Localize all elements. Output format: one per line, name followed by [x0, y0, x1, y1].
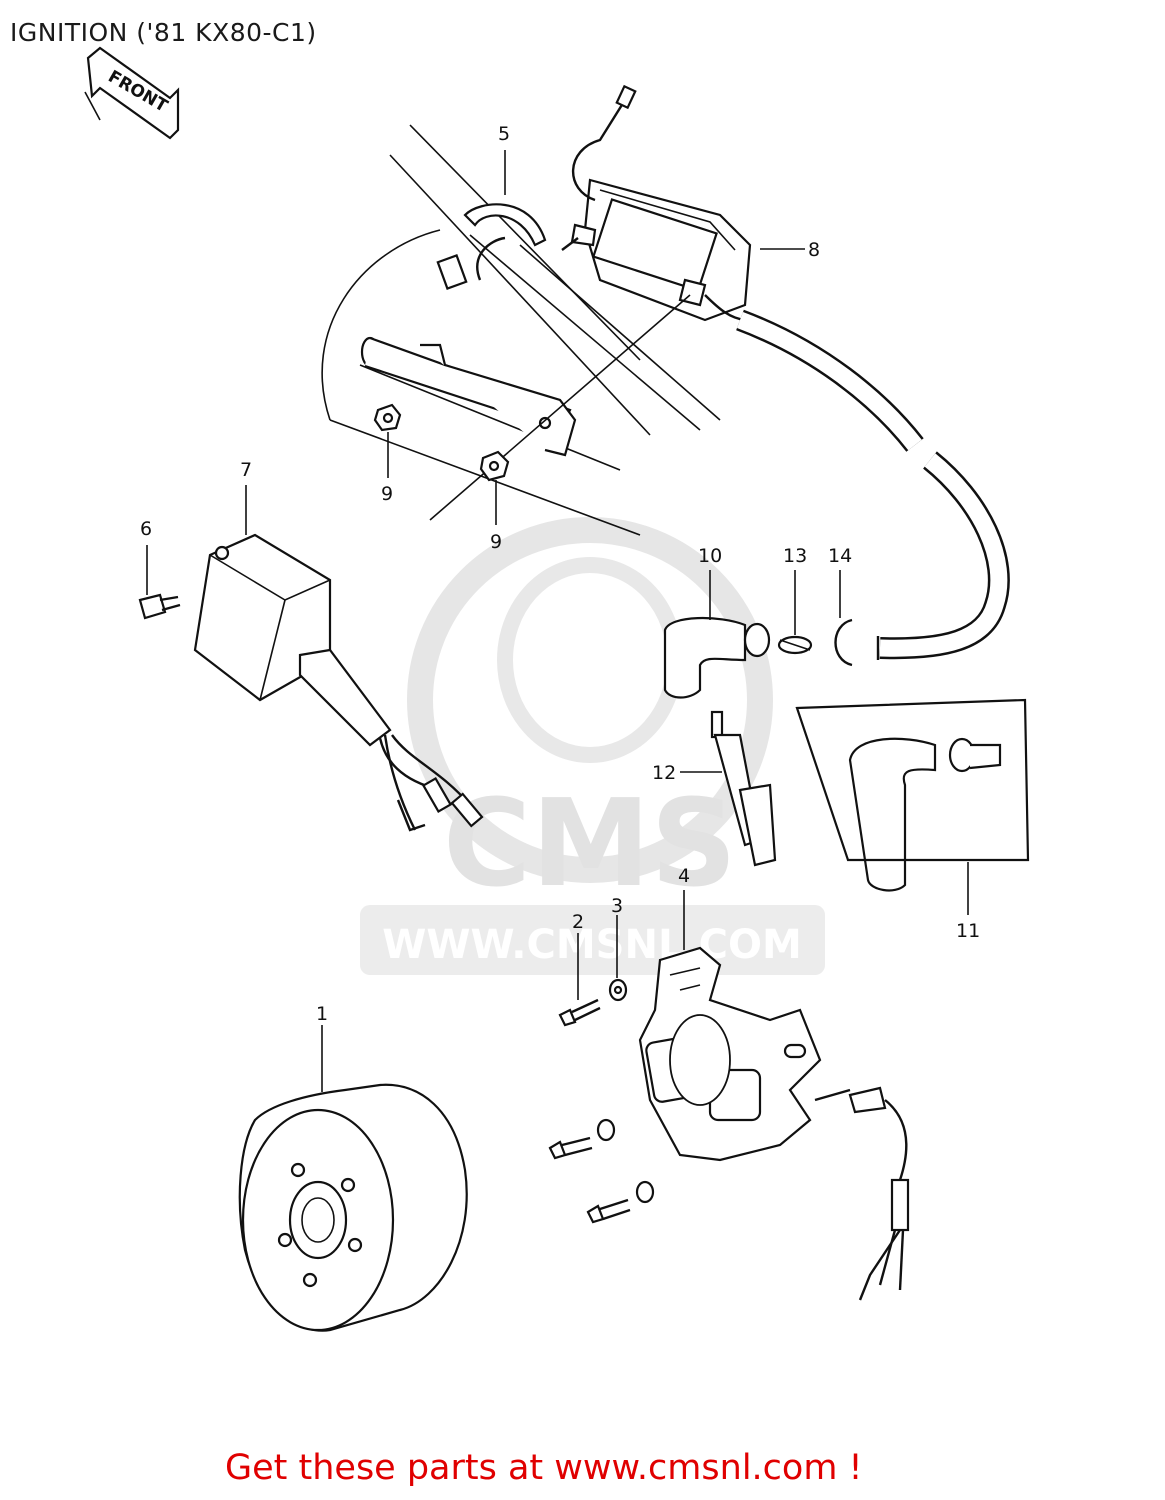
front-arrow-icon: FRONT: [84, 46, 180, 140]
plug-cap-part-10: [663, 617, 771, 699]
ignition-coil-part-8: [561, 84, 752, 322]
get-parts-link[interactable]: Get these parts at www.cmsnl.com !: [225, 1448, 863, 1488]
leader-coil-bracket: [429, 294, 691, 521]
callout-10: 10: [698, 545, 722, 567]
callout-13: 13: [783, 545, 807, 567]
nut-part-9b: [479, 450, 510, 482]
flywheel-part-1: [238, 1083, 468, 1332]
plug-cap-kit-part-11: [795, 698, 1030, 892]
callout-9a: 9: [381, 483, 393, 505]
callout-14: 14: [828, 545, 852, 567]
spark-plug-part-12: [710, 710, 777, 867]
washer-part-3: [608, 978, 628, 1002]
cdi-unit-part-7: [193, 533, 484, 832]
clamp-part-5: [436, 203, 547, 290]
callout-6: 6: [140, 518, 152, 540]
callout-11: 11: [956, 920, 980, 942]
frame-tubes: [321, 124, 721, 536]
screw-part-2: [558, 998, 601, 1027]
callout-3: 3: [611, 895, 623, 917]
callout-12: 12: [652, 762, 676, 784]
watermark-url: WWW.CMSNL.COM: [382, 922, 802, 968]
screw-lower-1: [548, 1118, 616, 1160]
watermark-brand: CMS: [443, 775, 737, 914]
callout-8: 8: [808, 239, 820, 261]
callout-9b: 9: [490, 531, 502, 553]
page-title: IGNITION ('81 KX80-C1): [10, 18, 317, 47]
callout-4: 4: [678, 865, 690, 887]
ignition-diagram: CMS WWW.CMSNL.COM FRONT: [84, 46, 1030, 1332]
stator-part-4: [638, 946, 910, 1301]
cms-watermark: CMS WWW.CMSNL.COM: [360, 517, 825, 975]
clip-part-14: [834, 618, 853, 667]
mount-bracket: [360, 336, 577, 457]
callout-labels: 5 8 7 6 9 9 10 13 14 12 11 4 2 3 1: [140, 123, 980, 1025]
callout-5: 5: [498, 123, 510, 145]
callout-1: 1: [316, 1003, 328, 1025]
callout-2: 2: [572, 911, 584, 933]
spring-part-13: [777, 635, 813, 655]
nut-part-9a: [373, 403, 402, 432]
ht-lead: [736, 309, 1010, 660]
callout-7: 7: [240, 459, 252, 481]
bolt-part-6: [138, 593, 181, 620]
leader-lines: [146, 150, 969, 1092]
screw-lower-2: [586, 1180, 655, 1224]
